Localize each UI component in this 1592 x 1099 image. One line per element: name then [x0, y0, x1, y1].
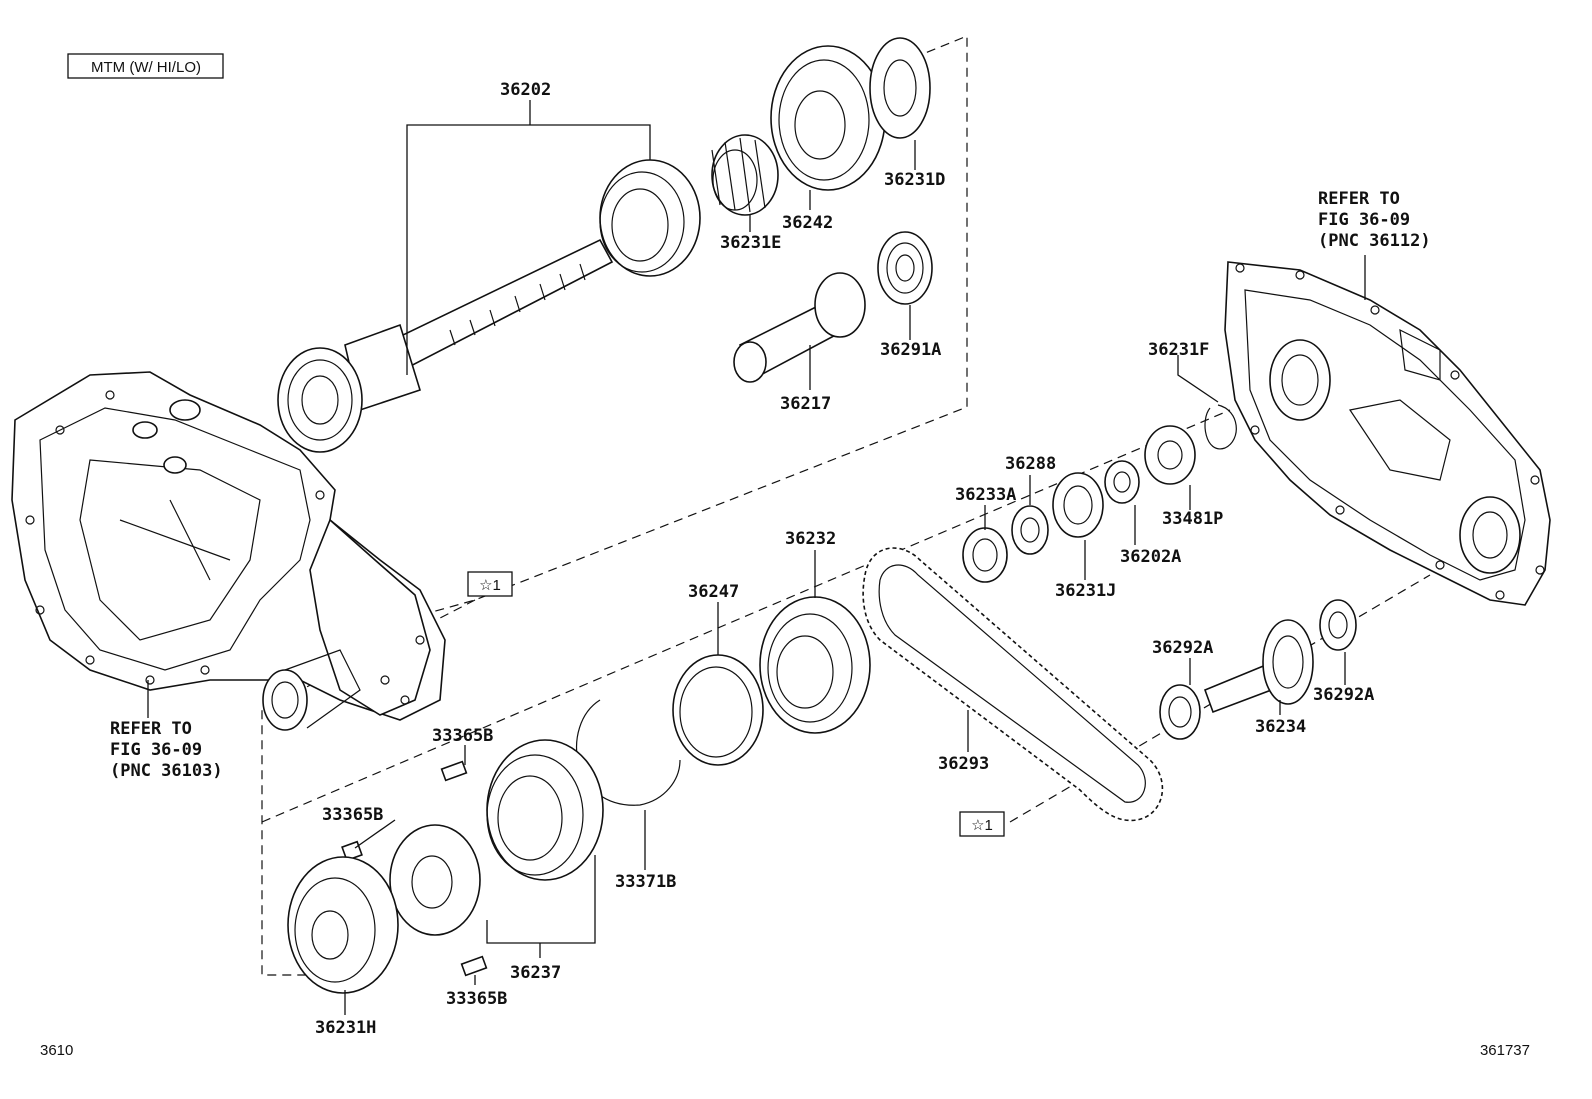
callout-36231D: 36231D	[884, 170, 945, 190]
callout-36247: 36247	[688, 582, 739, 602]
variant-label-text: MTM (W/ HI/LO)	[91, 59, 201, 76]
snap-ring-33371B	[576, 699, 681, 806]
callout-36237: 36237	[510, 963, 561, 983]
star-marker-left: ☆1	[467, 571, 513, 597]
bearing-36292A-right	[1319, 599, 1357, 651]
synchro-ring-36247	[672, 654, 764, 766]
left-transfer-case-housing	[11, 371, 446, 731]
shaft-drive-gear	[277, 347, 363, 453]
reference-note-right: REFER TO FIG 36-09 (PNC 36112)	[1318, 189, 1431, 251]
callout-36233A: 36233A	[955, 485, 1016, 505]
callout-36288: 36288	[1005, 454, 1056, 474]
callout-36232: 36232	[785, 529, 836, 549]
gear-36232	[759, 596, 871, 734]
callout-36291A: 36291A	[880, 340, 941, 360]
star-marker-right: ☆1	[959, 811, 1005, 837]
clutch-hub-gear	[389, 824, 481, 936]
callout-36292A-top: 36292A	[1152, 638, 1213, 658]
callout-36231J: 36231J	[1055, 581, 1116, 601]
bearing-36291A	[877, 231, 933, 305]
needle-bearing-36231E	[711, 134, 779, 216]
nut-33481P	[1144, 425, 1196, 485]
snap-ring-36231F	[1204, 404, 1237, 450]
reference-left-line3: (PNC 36103)	[110, 761, 223, 781]
spacer-36288	[1011, 505, 1049, 555]
reference-right-line2: FIG 36-09	[1318, 210, 1410, 230]
reference-note-left: REFER TO FIG 36-09 (PNC 36103)	[110, 719, 223, 781]
drive-chain-36293	[862, 547, 1164, 822]
callout-36292A-bottom: 36292A	[1313, 685, 1374, 705]
callout-33365B-top: 33365B	[432, 726, 493, 746]
callout-33481P: 33481P	[1162, 509, 1223, 529]
hub-sleeve-36202	[599, 159, 701, 277]
callout-33371B: 33371B	[615, 872, 676, 892]
callout-36231H: 36231H	[315, 1018, 376, 1038]
gear-36242	[770, 45, 886, 191]
leader-lines	[147, 100, 1366, 1015]
callout-36202: 36202	[500, 80, 551, 100]
bearing-36231H	[287, 856, 399, 994]
part-callouts: 36202 36231D 36242 36231E 36291A 36217 3…	[315, 80, 1374, 1038]
callout-33365B-bottom: 33365B	[446, 989, 507, 1009]
variant-label: MTM (W/ HI/LO)	[67, 53, 224, 79]
star-marker-left-text: ☆1	[479, 577, 501, 594]
hub-sleeve-36237	[486, 739, 604, 881]
bearing-stack-right	[962, 425, 1196, 583]
right-transfer-case-cover	[1224, 261, 1551, 606]
reference-left-line2: FIG 36-09	[110, 740, 202, 760]
callout-36231F: 36231F	[1148, 340, 1209, 360]
output-shaft-36234	[1203, 619, 1314, 714]
figure-id: 361737	[1480, 1042, 1530, 1059]
bearing-36231J	[1052, 472, 1104, 538]
callout-36217: 36217	[780, 394, 831, 414]
reference-right-line1: REFER TO	[1318, 189, 1400, 209]
reference-left-line1: REFER TO	[110, 719, 192, 739]
callout-36234: 36234	[1255, 717, 1306, 737]
callout-36202A: 36202A	[1120, 547, 1181, 567]
page-code: 3610	[40, 1042, 73, 1059]
callout-36242: 36242	[782, 213, 833, 233]
needle-bearing-36233A	[962, 527, 1008, 583]
washer-36231D	[869, 37, 931, 139]
shaft-36217	[733, 272, 866, 383]
callout-33365B-mid: 33365B	[322, 805, 383, 825]
input-shaft-36202	[277, 238, 614, 453]
reference-right-line3: (PNC 36112)	[1318, 231, 1431, 251]
callout-36231E: 36231E	[720, 233, 781, 253]
star-marker-right-text: ☆1	[971, 817, 993, 834]
callout-36293: 36293	[938, 754, 989, 774]
nut-36202A	[1104, 460, 1140, 504]
bearing-36292A-left	[1159, 684, 1201, 740]
